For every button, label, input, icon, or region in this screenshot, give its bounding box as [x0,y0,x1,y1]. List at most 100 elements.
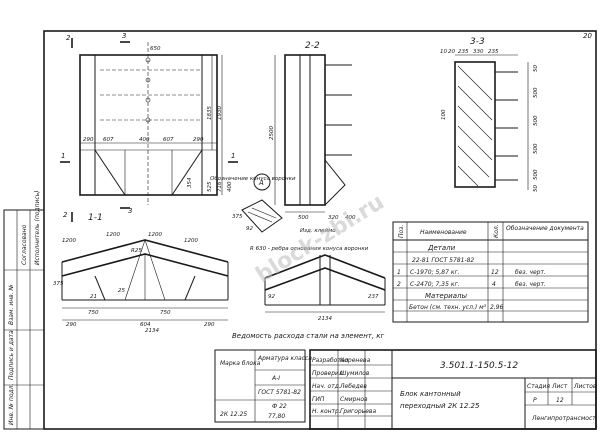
svg-text:2500: 2500 [269,126,275,140]
svg-text:330: 330 [473,49,484,55]
binding-strip [3,209,45,430]
svg-text:77,80: 77,80 [268,413,285,420]
svg-text:Марка блока: Марка блока [220,360,261,367]
steel-schedule: Ведомость расхода стали на элемент, кг М… [214,332,385,423]
svg-text:235: 235 [488,49,499,55]
svg-text:Кол.: Кол. [493,224,500,238]
svg-text:Лебедев: Лебедев [339,383,367,390]
svg-text:Обозначение документа: Обозначение документа [506,225,584,232]
title-line2: переходный 2К 12.25 [400,402,480,410]
svg-text:375: 375 [53,281,64,287]
svg-text:Шумилов: Шумилов [340,370,370,377]
svg-text:2134: 2134 [145,328,159,334]
svg-text:20: 20 [448,49,455,55]
svg-text:Григорьева: Григорьева [340,408,376,415]
svg-text:Ф 22: Ф 22 [272,403,287,410]
mark-3-top: 3 [122,32,126,40]
note-mesh: Изд. клеймо [300,228,336,234]
svg-text:290: 290 [83,137,94,143]
svg-text:ГОСТ 5781-82: ГОСТ 5781-82 [258,389,301,396]
svg-text:607: 607 [163,137,174,143]
svg-text:Лист: Лист [551,383,568,390]
svg-text:2,96: 2,96 [490,304,504,311]
svg-text:500: 500 [533,87,539,98]
svg-text:12: 12 [491,269,499,276]
designation: 3.501.1-150.5-12 [440,361,518,371]
svg-text:А-I: А-I [271,375,280,382]
svg-text:525: 525 [207,181,213,192]
svg-text:Арматура класса: Арматура класса [257,355,312,362]
page-number: 20 [583,32,592,40]
section-bottom-middle: 2134 237 92 [264,254,386,322]
svg-text:21: 21 [90,294,97,300]
svg-text:Коренева: Коренева [340,357,371,364]
svg-text:1835: 1835 [207,106,213,120]
mark-1-left: 1 [61,152,65,160]
note-rib: R 630 - ребра основания конуса воронки [250,246,369,252]
side-label-inv: Инв. № подл. [8,384,15,425]
section-1-1-title: 1-1 [88,213,103,223]
svg-text:Н. контр.: Н. контр. [312,408,341,415]
mark-2-bottom: 2 [63,211,68,219]
svg-text:1200: 1200 [106,232,120,238]
side-top-executor: Исполнитель (подпись) [34,190,41,265]
svg-text:Разработал: Разработал [312,357,349,364]
svg-text:С-2470; 7,35 кг.: С-2470; 7,35 кг. [410,281,460,288]
svg-text:92: 92 [246,226,253,232]
svg-text:500: 500 [298,215,309,221]
svg-text:50: 50 [533,65,539,72]
title-block: 3.501.1-150.5-12 Блок кантонный переходн… [309,349,597,430]
svg-text:607: 607 [103,137,114,143]
node-a-marker [253,173,271,191]
section-2-2-title: 2-2 [305,41,320,51]
svg-text:Проверил: Проверил [312,370,343,377]
svg-text:604: 604 [140,322,151,328]
svg-text:25: 25 [118,288,125,294]
svg-text:4: 4 [492,281,496,288]
org: Ленгипротрансмост [531,415,596,422]
svg-text:2К 12.25: 2К 12.25 [220,411,247,418]
svg-text:22-81 ГОСТ 5781-82: 22-81 ГОСТ 5781-82 [412,257,474,264]
svg-text:Детали: Детали [427,244,456,252]
svg-text:237: 237 [368,294,379,300]
svg-text:Стадия: Стадия [527,383,550,390]
side-label-replace: Взам. инв. № [8,284,15,325]
svg-text:400: 400 [227,181,233,192]
svg-text:1200: 1200 [184,238,198,244]
note-cone-front: Обозначение конуса воронки [210,176,296,182]
mark-2-top: 2 [66,34,71,42]
svg-text:354: 354 [187,177,193,188]
svg-text:1930: 1930 [217,106,223,120]
svg-text:2: 2 [397,281,401,288]
svg-text:290: 290 [204,322,215,328]
section-3-3-title: 3-3 [470,37,485,47]
svg-text:716: 716 [217,181,223,192]
svg-text:500: 500 [533,169,539,180]
section-3-3: 3-3 10 20 235 330 235 50 500 500 500 500… [440,37,539,192]
svg-text:1: 1 [397,269,401,276]
svg-text:без. черт.: без. черт. [515,269,546,276]
svg-text:750: 750 [160,310,171,316]
title-line1: Блок кантонный [400,390,461,398]
svg-text:Смирнов: Смирнов [340,396,368,403]
svg-text:Листов: Листов [573,383,597,390]
svg-text:Бетон (см. техн. усл.) м³: Бетон (см. техн. усл.) м³ [409,304,487,311]
svg-text:500: 500 [533,115,539,126]
svg-text:500: 500 [533,143,539,154]
svg-text:С-1970; 5,87 кг.: С-1970; 5,87 кг. [410,269,460,276]
svg-text:290: 290 [66,322,77,328]
svg-text:12: 12 [556,397,564,404]
svg-text:Поз.: Поз. [398,225,405,238]
svg-text:Р: Р [533,397,537,404]
side-label-sign: Подпись и дата [8,330,15,380]
svg-text:1200: 1200 [148,232,162,238]
svg-text:650: 650 [150,46,161,52]
node-a-label: А [258,179,264,187]
svg-text:400: 400 [345,215,356,221]
spec-table: Поз. Наименование Кол. Обозначение докум… [392,221,589,323]
svg-text:100: 100 [441,109,447,120]
mark-1-right: 1 [231,152,235,160]
mark-3-bottom: 3 [128,207,132,215]
svg-text:400: 400 [139,137,150,143]
